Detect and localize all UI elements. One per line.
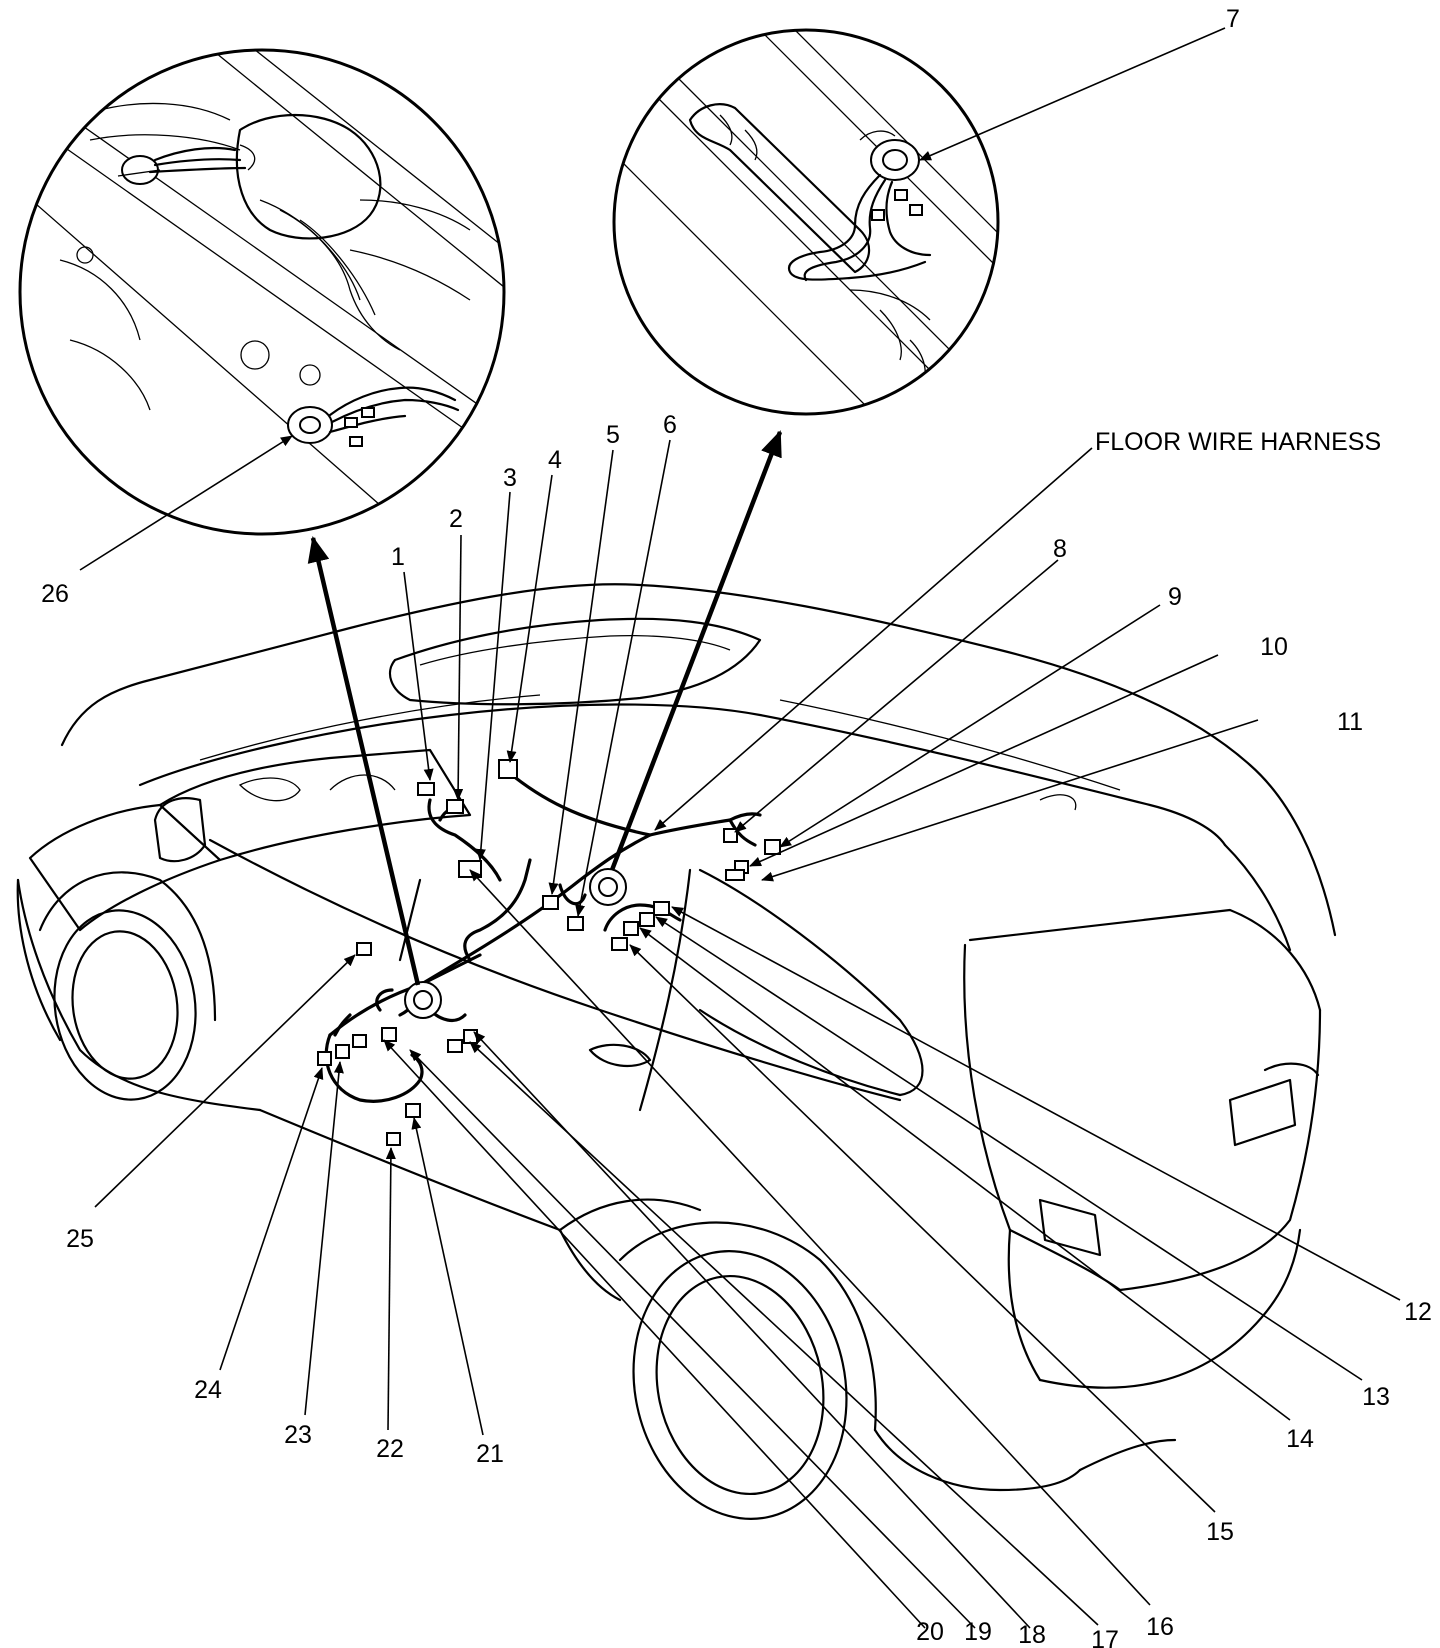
callout-labels: 1 2 3 4 5 6 7 FLOOR WIRE HARNESS 8 9 10 … [41, 5, 1432, 1648]
callout-21: 21 [476, 1440, 504, 1468]
callout-25: 25 [66, 1225, 94, 1253]
harness-label: FLOOR WIRE HARNESS [1095, 428, 1381, 456]
callout-22: 22 [376, 1435, 404, 1463]
callout-6: 6 [663, 411, 677, 439]
callout-19: 19 [964, 1618, 992, 1646]
callout-16: 16 [1146, 1613, 1174, 1641]
callout-1: 1 [391, 543, 405, 571]
detail-circle-right [612, 28, 1000, 416]
callout-3: 3 [503, 464, 517, 492]
vehicle-outline [16, 583, 1337, 1520]
callout-26: 26 [41, 580, 69, 608]
callout-4: 4 [548, 446, 562, 474]
callout-8: 8 [1053, 535, 1067, 563]
leader-lines [79, 27, 1401, 1629]
callout-14: 14 [1286, 1425, 1314, 1453]
callout-13: 13 [1362, 1383, 1390, 1411]
callout-23: 23 [284, 1421, 312, 1449]
floor-wire-harness [317, 759, 781, 1146]
callout-15: 15 [1206, 1518, 1234, 1546]
detail-arrow-right [609, 430, 783, 871]
callout-24: 24 [194, 1376, 222, 1404]
callout-11: 11 [1337, 708, 1363, 736]
callout-7: 7 [1226, 5, 1240, 33]
callout-2: 2 [449, 505, 463, 533]
callout-12: 12 [1404, 1298, 1432, 1326]
detail-arrow-left [307, 536, 421, 986]
callout-9: 9 [1168, 583, 1182, 611]
callout-10: 10 [1260, 633, 1288, 661]
detail-circle-left [18, 48, 506, 536]
callout-18: 18 [1018, 1621, 1046, 1648]
callout-5: 5 [606, 421, 620, 449]
callout-17: 17 [1091, 1626, 1119, 1648]
callout-20: 20 [916, 1618, 944, 1646]
